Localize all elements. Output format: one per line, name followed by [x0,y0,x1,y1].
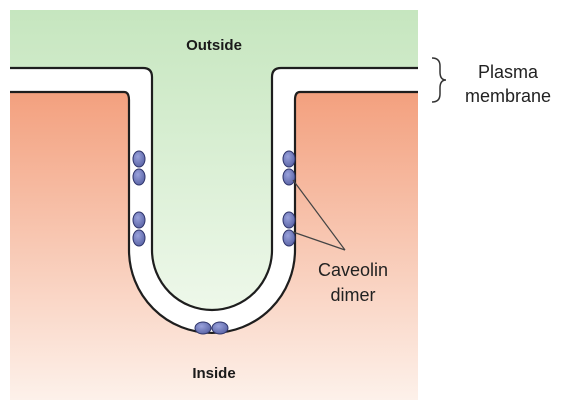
caveolin-dimer [132,150,146,186]
caveolin-leader-line [292,179,346,251]
caveolin-dimer [132,211,146,247]
plasma-membrane-label-line1: Plasma [478,62,539,82]
inner-membrane-line [10,90,418,335]
caveolin-dimer [282,211,296,247]
plasma-membrane-label-line2: membrane [465,86,551,106]
caveolin-dimer [194,321,229,335]
caveolin-label-line2: dimer [330,285,375,305]
inside-label: Inside [192,365,235,382]
plasma-membrane-brace-icon [431,57,447,103]
caveolin-dimer [282,150,296,186]
caveolin-label-line1: Caveolin [318,260,388,280]
outside-label: Outside [186,37,242,54]
outer-membrane-line [10,66,418,312]
outside-region [10,10,418,310]
caveolin-leader-line [292,231,346,251]
